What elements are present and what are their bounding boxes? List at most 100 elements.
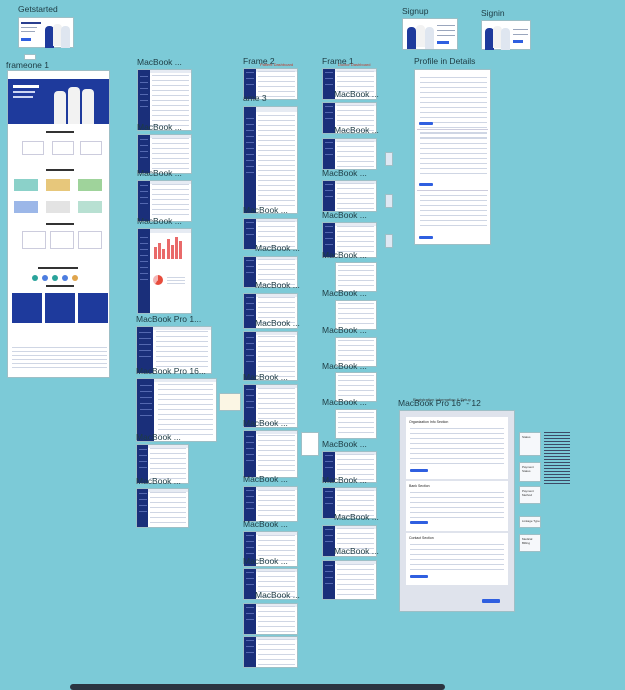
frame-macbook-aa[interactable] xyxy=(322,487,377,519)
frame-label-getstarted[interactable]: Getstarted xyxy=(18,4,58,14)
frame-macbook-f[interactable] xyxy=(136,488,189,528)
frame-label-macbook-z[interactable]: MacBook ... xyxy=(322,439,367,449)
frame-small-popup[interactable] xyxy=(301,432,319,456)
note-card-2[interactable]: Payment Status xyxy=(519,462,541,482)
frame-tiny-1[interactable] xyxy=(385,152,393,166)
frame-macbook-m[interactable] xyxy=(243,486,298,522)
frame-profile-details[interactable] xyxy=(414,69,491,245)
frame-macbook-pro-1[interactable] xyxy=(136,326,212,374)
frame-label-macbook-b[interactable]: MacBook ... xyxy=(137,122,182,132)
frame-macbook-j[interactable] xyxy=(243,331,298,381)
sticky-note[interactable] xyxy=(219,393,241,411)
frame-label-macbook-aa[interactable]: MacBook ... xyxy=(322,475,367,485)
pro12-section-1: Organization Info Section xyxy=(409,420,449,424)
frame-label-profile[interactable]: Profile in Details xyxy=(414,56,476,66)
frame-macbook-y[interactable] xyxy=(335,409,377,439)
frame-label-macbook-e[interactable]: MacBook ... xyxy=(136,432,181,442)
frame-label-frame1[interactable]: Frame 1 xyxy=(322,56,354,66)
frame-label-macbook-s[interactable]: MacBook ... xyxy=(322,168,367,178)
frame-landing-page[interactable] xyxy=(7,70,110,378)
note-card-3[interactable]: Payment Method xyxy=(519,486,541,504)
note-card-4[interactable]: Linkage Type xyxy=(519,516,541,528)
frame-label-macbook-v[interactable]: MacBook ... xyxy=(322,288,367,298)
frame-label-macbook-j[interactable]: MacBook ... xyxy=(255,318,300,328)
frame-macbook-u[interactable] xyxy=(335,262,377,292)
frame-macbook-l[interactable] xyxy=(243,430,298,478)
frame-label-macbook-c[interactable]: MacBook ... xyxy=(137,168,182,178)
frame-label-macbook-u[interactable]: MacBook ... xyxy=(322,250,367,260)
frame-label-macbook-h[interactable]: MacBook ... xyxy=(255,243,300,253)
frame-label-macbook-t[interactable]: MacBook ... xyxy=(322,210,367,220)
frame-label-macbook-w[interactable]: MacBook ... xyxy=(322,325,367,335)
note-payment-status: Payment Status xyxy=(522,465,534,473)
note-list xyxy=(544,432,570,484)
frame-label-frameone[interactable]: frameone 1 xyxy=(6,60,49,70)
frame-macbook-b[interactable] xyxy=(137,134,192,174)
frame-label-macbook-l[interactable]: MacBook ... xyxy=(243,418,288,428)
frame-macbook-g[interactable] xyxy=(243,218,298,250)
frame-label-frame3[interactable]: ame 3 xyxy=(243,93,267,103)
frame-macbook-v[interactable] xyxy=(335,300,377,330)
frame-frame1[interactable] xyxy=(322,68,377,100)
frame-label-macbook-g[interactable]: MacBook ... xyxy=(243,205,288,215)
frame-label-macbook-pro-16[interactable]: MacBook Pro 16... xyxy=(136,366,206,376)
frame-signup[interactable] xyxy=(402,18,458,50)
note-status-title: Status xyxy=(522,435,531,439)
frame-label-frame2[interactable]: Frame 2 xyxy=(243,56,275,66)
frame-macbook-x[interactable] xyxy=(335,372,377,402)
frame-label-macbook-q[interactable]: MacBook ... xyxy=(334,89,379,99)
frame-label-macbook-ab[interactable]: MacBook ... xyxy=(334,512,379,522)
frame-signin[interactable] xyxy=(481,20,531,50)
frame-label-macbook-a[interactable]: MacBook ... xyxy=(137,57,182,67)
frame-macbook-q[interactable] xyxy=(322,102,377,134)
frame-macbook-pro-16[interactable] xyxy=(136,378,217,442)
frame-macbook-i[interactable] xyxy=(243,293,298,329)
frame-macbook-ab[interactable] xyxy=(322,525,377,557)
frame-label-macbook-f[interactable]: MacBook ... xyxy=(136,476,181,486)
frame-thumb-small[interactable] xyxy=(24,54,36,60)
frame-label-signin[interactable]: Signin xyxy=(481,8,505,18)
frame-macbook-s[interactable] xyxy=(322,180,377,212)
frame-macbook-k[interactable] xyxy=(243,384,298,428)
frame-macbook-a[interactable] xyxy=(137,69,192,131)
note-card-5[interactable]: Medical Billing xyxy=(519,534,541,552)
frame-label-macbook-n[interactable]: MacBook ... xyxy=(243,519,288,529)
frame-label-macbook-k[interactable]: MacBook ... xyxy=(243,372,288,382)
canvas-horizontal-scrollbar[interactable] xyxy=(70,684,445,690)
frame-macbook-ac[interactable] xyxy=(322,560,377,600)
frame-label-macbook-i[interactable]: MacBook ... xyxy=(255,280,300,290)
frame-macbook-n[interactable] xyxy=(243,531,298,567)
frame-label-macbook-o[interactable]: MacBook ... xyxy=(243,556,288,566)
frame-frame2[interactable] xyxy=(243,68,298,100)
frame-macbook-t[interactable] xyxy=(322,222,377,258)
frame-macbook-last[interactable] xyxy=(243,636,298,668)
landing-hero xyxy=(8,79,109,124)
frame-tiny-3[interactable] xyxy=(385,234,393,248)
frame-getstarted[interactable] xyxy=(18,17,74,48)
frame-label-macbook-p[interactable]: MacBook ... xyxy=(255,590,300,600)
frame-macbook-z[interactable] xyxy=(322,451,377,483)
frame-macbook-p[interactable] xyxy=(243,603,298,635)
pro12-section-2: Bank Section xyxy=(409,484,430,488)
frame-macbook-w[interactable] xyxy=(335,337,377,367)
frame-label-macbook-pro-12[interactable]: MacBook Pro 16" - 12 xyxy=(398,398,481,408)
note-medical-billing: Medical Billing xyxy=(522,537,533,545)
frame-macbook-pro-12[interactable]: Organization Info Section Bank Section C… xyxy=(399,410,515,612)
frame-label-macbook-pro-1[interactable]: MacBook Pro 1... xyxy=(136,314,202,324)
frame-label-macbook-x[interactable]: MacBook ... xyxy=(322,361,367,371)
frame-tiny-2[interactable] xyxy=(385,194,393,208)
frame-macbook-r[interactable] xyxy=(322,138,377,170)
frame-label-macbook-ac[interactable]: MacBook ... xyxy=(334,546,379,556)
frame-macbook-d-charts[interactable] xyxy=(137,228,192,314)
frame-label-macbook-y[interactable]: MacBook ... xyxy=(322,397,367,407)
frame-label-macbook-r[interactable]: MacBook ... xyxy=(334,125,379,135)
frame-macbook-o[interactable] xyxy=(243,568,298,600)
frame-label-signup[interactable]: Signup xyxy=(402,6,429,16)
frame-frame3[interactable] xyxy=(243,106,298,214)
frame-macbook-c[interactable] xyxy=(137,180,192,222)
frame-label-macbook-d[interactable]: MacBook ... xyxy=(137,216,182,226)
frame-macbook-h[interactable] xyxy=(243,256,298,288)
note-card-1[interactable]: Status xyxy=(519,432,541,456)
frame-label-macbook-m[interactable]: MacBook ... xyxy=(243,474,288,484)
frame-macbook-e[interactable] xyxy=(136,444,189,484)
